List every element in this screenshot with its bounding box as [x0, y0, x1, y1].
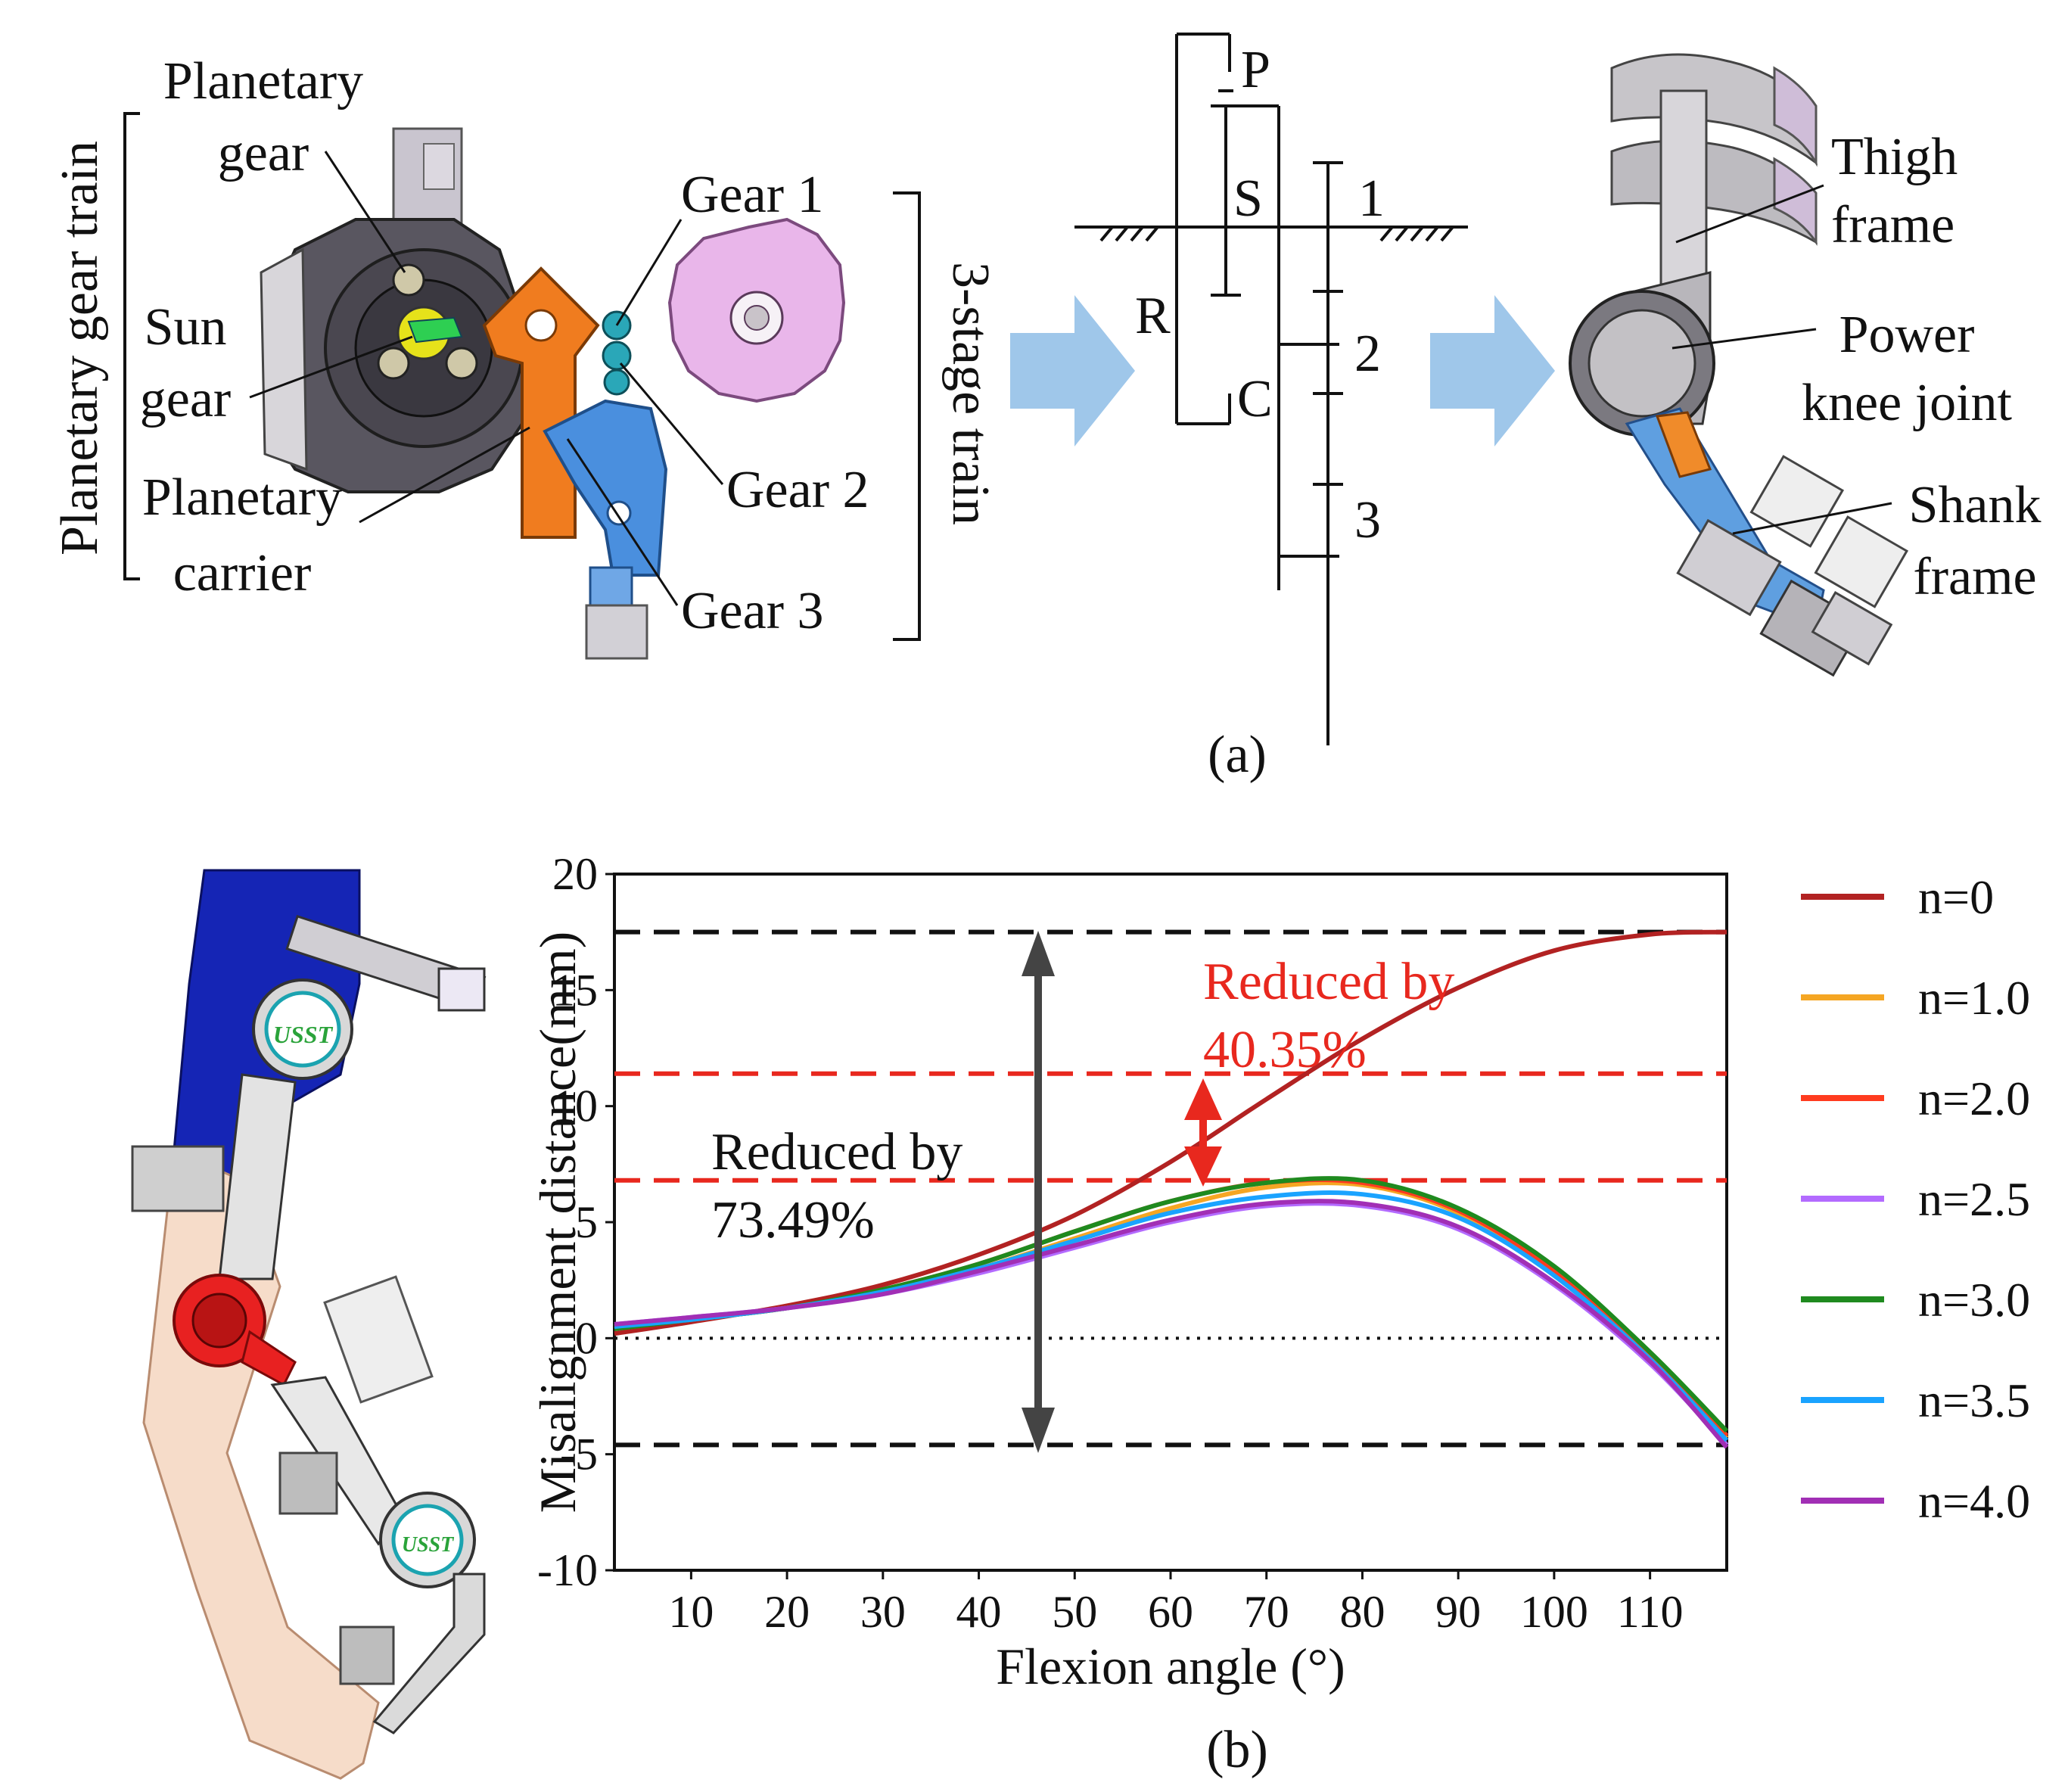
chart-series-lines — [614, 929, 1729, 1449]
chart-y-ticks: -10 -5 0 5 10 15 20 — [537, 849, 614, 1595]
leg-illustration: USST USST — [131, 869, 487, 1780]
chart-x-ticks: 10 20 30 40 50 60 70 80 90 100 110 — [668, 1570, 1684, 1637]
arrow-1 — [1010, 295, 1135, 446]
x-tick-label: 110 — [1617, 1587, 1684, 1637]
schematic-label-1: 1 — [1358, 170, 1385, 228]
panel-b-caption: (b) — [1206, 1721, 1268, 1779]
shank-frame-label-line2: frame — [1913, 548, 2036, 606]
y-tick-label: -10 — [537, 1545, 598, 1595]
y-tick-label: 10 — [552, 1081, 598, 1131]
planetary-gear-leader — [324, 151, 406, 273]
sun-gear-label-line1: Sun — [145, 298, 227, 356]
series-line-n=4.0 — [614, 1199, 1729, 1449]
planetary-train-bracket — [123, 112, 140, 580]
schematic-label-p: P — [1241, 41, 1270, 99]
x-tick-label: 90 — [1435, 1587, 1481, 1637]
x-tick-label: 100 — [1520, 1587, 1588, 1637]
legend-label: n=3.0 — [1918, 1273, 2030, 1327]
three-stage-bracket — [893, 191, 921, 641]
three-stage-train-label: 3-stage train — [941, 262, 1000, 525]
chart-legend: n=0 n=1.0 n=2.0 n=2.5 n=3.0 n=3.5 n=4.0 — [1801, 870, 2030, 1528]
chart-reference-lines — [614, 929, 1727, 1448]
reduced-40-line1: Reduced by — [1203, 953, 1454, 1011]
y-tick-label: 15 — [552, 965, 598, 1015]
x-tick-label: 20 — [764, 1587, 810, 1637]
x-tick-label: 70 — [1244, 1587, 1289, 1637]
gear1-leader — [615, 219, 683, 326]
thigh-frame-leader — [1675, 184, 1824, 244]
planetary-carrier-leader — [359, 426, 530, 524]
schematic-label-2: 2 — [1354, 325, 1381, 383]
power-knee-leader — [1672, 328, 1817, 350]
y-tick-label: -5 — [560, 1430, 598, 1479]
planetary-carrier-label-line1: Planetary — [142, 468, 342, 527]
reduction-arrow-red — [1184, 1078, 1222, 1187]
reduced-73-line2: 73.49% — [711, 1191, 875, 1249]
logo-usst-top: USST — [273, 1021, 334, 1048]
planetary-gear-train-label: Planetary gear train — [51, 141, 109, 555]
x-tick-label: 80 — [1339, 1587, 1385, 1637]
series-line-n=0 — [614, 929, 1727, 1336]
y-tick-label: 20 — [552, 849, 598, 899]
panel-a: Planetary gear train Planetary gear Sun … — [51, 33, 2042, 784]
y-axis-label: Misalignment distance(mm) — [529, 932, 586, 1514]
panel-a-caption: (a) — [1208, 726, 1267, 784]
gear1-label: Gear 1 — [681, 166, 824, 224]
y-tick-label: 5 — [575, 1197, 598, 1247]
x-tick-label: 50 — [1052, 1587, 1097, 1637]
exoskeleton-drawing — [1569, 53, 1909, 677]
thigh-frame-label-line1: Thigh — [1831, 128, 1958, 186]
planetary-carrier-label-line2: carrier — [173, 544, 312, 602]
x-tick-label: 30 — [860, 1587, 906, 1637]
x-axis-label: Flexion angle (°) — [996, 1638, 1345, 1695]
schematic-label-3: 3 — [1354, 491, 1381, 549]
x-tick-label: 40 — [956, 1587, 1002, 1637]
power-knee-label-line2: knee joint — [1802, 374, 2013, 432]
reduction-arrow-total — [1022, 931, 1055, 1453]
kinematic-schematic — [1074, 33, 1468, 745]
thigh-frame-label-line2: frame — [1831, 196, 1954, 254]
planetary-gear-label-line1: Planetary — [163, 52, 363, 110]
legend-label: n=2.5 — [1918, 1172, 2030, 1226]
schematic-label-s: S — [1233, 170, 1263, 228]
schematic-label-c: C — [1237, 370, 1273, 428]
shank-frame-label-line1: Shank — [1909, 476, 2042, 534]
reduced-40-line2: 40.35% — [1203, 1021, 1367, 1079]
gear3-label: Gear 3 — [681, 582, 824, 640]
legend-label: n=2.0 — [1918, 1072, 2030, 1125]
legend-label: n=3.5 — [1918, 1374, 2030, 1427]
legend-label: n=0 — [1918, 870, 1994, 924]
schematic-label-r: R — [1135, 287, 1171, 345]
gear-assembly-drawing — [260, 127, 846, 660]
legend-label: n=1.0 — [1918, 971, 2030, 1025]
gear2-label: Gear 2 — [726, 461, 869, 519]
x-tick-label: 60 — [1148, 1587, 1193, 1637]
power-knee-label-line1: Power — [1839, 306, 1975, 364]
logo-usst-bottom: USST — [402, 1533, 455, 1557]
reduced-73-line1: Reduced by — [711, 1123, 962, 1181]
sun-gear-leader — [249, 335, 413, 399]
shank-frame-leader — [1732, 502, 1892, 535]
planetary-gear-label-line2: gear — [218, 124, 309, 182]
gear3-leader — [566, 438, 679, 606]
gear2-leader — [619, 362, 724, 485]
sun-gear-label-line2: gear — [140, 370, 231, 428]
legend-label: n=4.0 — [1918, 1474, 2030, 1528]
x-tick-label: 10 — [668, 1587, 714, 1637]
arrow-2 — [1430, 295, 1555, 446]
y-tick-label: 0 — [575, 1313, 598, 1363]
